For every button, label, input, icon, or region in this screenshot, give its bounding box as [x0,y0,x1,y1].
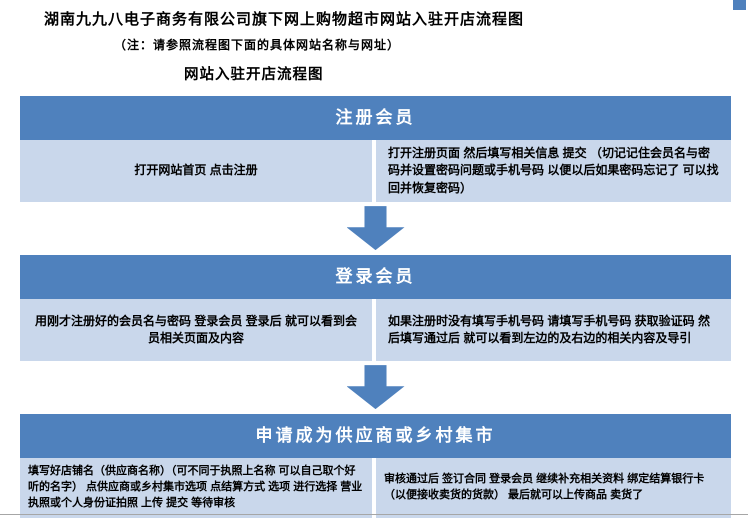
page-note: （注：请参照流程图下面的具体网站名称与网址） [114,38,401,52]
page-title: 湖南九九八电子商务有限公司旗下网上购物超市网站入驻开店流程图 [44,11,525,28]
step-register-member: 注册会员 打开网站首页 点击注册 打开注册页面 然后填写相关信息 提交 （切记记… [20,96,731,203]
step-register-body: 打开网站首页 点击注册 打开注册页面 然后填写相关信息 提交 （切记记住会员名与… [20,140,731,203]
step-apply-right-cell: 审核通过后 签订合同 登录会员 继续补充相关资料 绑定结算银行卡（以便接收卖货的… [376,458,731,518]
step-login-left-cell: 用刚才注册好的会员名与密码 登录会员 登录后 就可以看到会员相关页面及内容 [20,299,372,362]
step-apply-left-cell: 填写好店铺名（供应商名称）（可不同于执照上名称 可以自己取个好听的名字） 点供应… [20,458,372,518]
step-apply-supplier: 申请成为供应商或乡村集市 填写好店铺名（供应商名称）（可不同于执照上名称 可以自… [20,414,731,518]
blue-corner-marker-icon [733,0,746,10]
arrow-wrap-2 [20,365,731,410]
flowchart: 注册会员 打开网站首页 点击注册 打开注册页面 然后填写相关信息 提交 （切记记… [20,96,731,518]
arrow-wrap-1 [20,206,731,251]
down-arrow-icon [346,365,405,410]
step-register-left-cell: 打开网站首页 点击注册 [20,140,372,203]
step-login-right-cell: 如果注册时没有填写手机号码 请填写手机号码 获取验证码 然后填写通过后 就可以看… [376,299,731,362]
step-login-body: 用刚才注册好的会员名与密码 登录会员 登录后 就可以看到会员相关页面及内容 如果… [20,299,731,362]
step-login-header: 登录会员 [20,255,731,300]
down-arrow-icon [346,206,405,251]
step-apply-header: 申请成为供应商或乡村集市 [20,414,731,459]
step-apply-body: 填写好店铺名（供应商名称）（可不同于执照上名称 可以自己取个好听的名字） 点供应… [20,458,731,518]
page-edge-divider [0,514,748,515]
flowchart-subtitle: 网站入驻开店流程图 [184,67,324,83]
step-register-header: 注册会员 [20,96,731,140]
step-login-member: 登录会员 用刚才注册好的会员名与密码 登录会员 登录后 就可以看到会员相关页面及… [20,255,731,362]
step-register-right-cell: 打开注册页面 然后填写相关信息 提交 （切记记住会员名与密码并设置密码问题或手机… [376,140,731,203]
